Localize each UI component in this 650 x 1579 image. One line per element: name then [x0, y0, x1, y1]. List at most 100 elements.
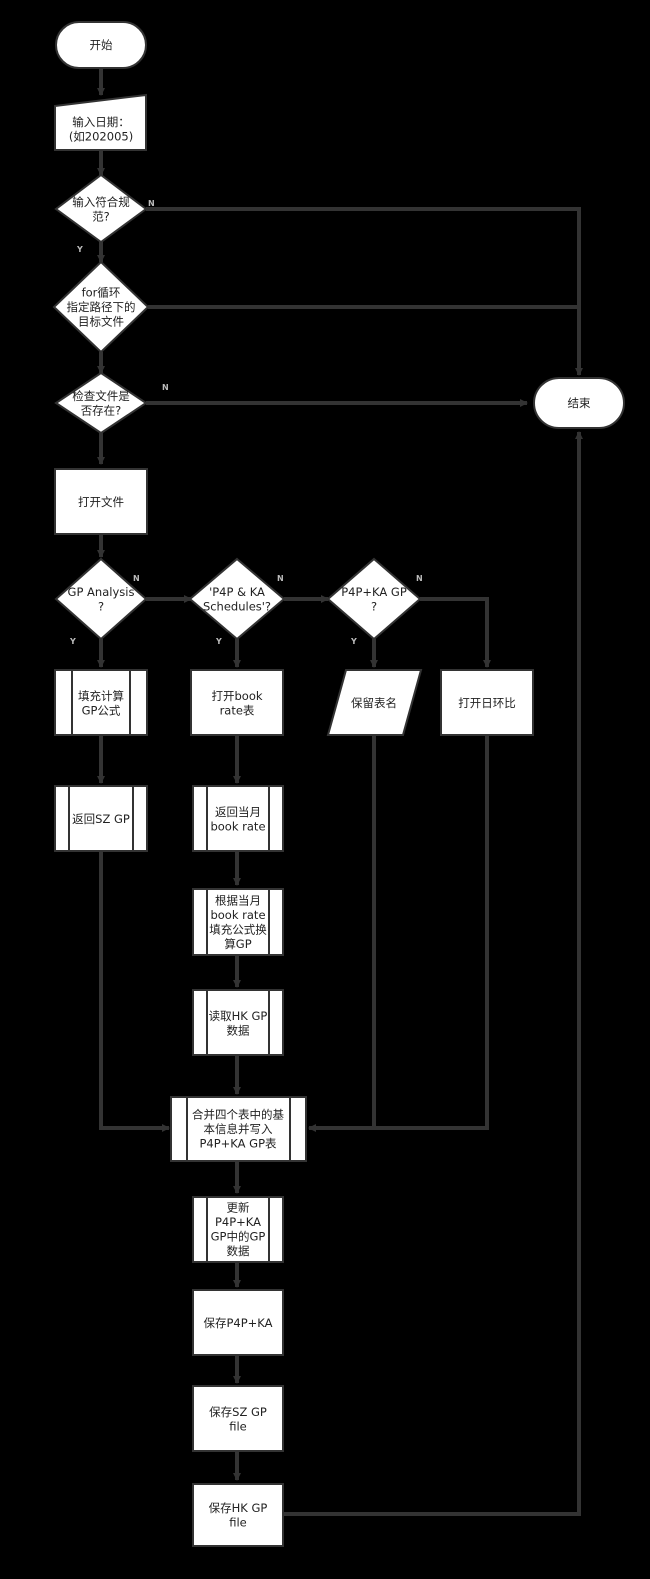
node-label-line: 输入符合规: [72, 195, 130, 209]
node-input-date: 输入日期：(如202005): [54, 93, 147, 151]
node-label-line: for循环: [82, 286, 121, 300]
branch-yes-p4p-ka-gp: Y: [350, 637, 357, 646]
node-label-line: 'P4P & KA: [209, 585, 265, 599]
node-keep-name: 保留表名: [326, 669, 423, 736]
branch-no-gp-analysis: N: [133, 574, 140, 583]
node-label-gp-analysis: GP Analysis?: [68, 585, 135, 614]
node-label-line: rate表: [220, 703, 255, 717]
node-label-line: 范?: [92, 209, 110, 223]
node-label-open-ring: 打开日环比: [458, 696, 516, 710]
node-label-line: (如202005): [69, 129, 133, 143]
node-label-line: 返回当月: [215, 805, 261, 819]
node-label-line: P4P+KA GP: [341, 585, 407, 599]
branch-no-check-exists: N: [162, 383, 169, 392]
node-label-check-exists: 检查文件是否存在?: [72, 389, 130, 418]
node-p4p-ka-gp: P4P+KA GP?: [326, 557, 422, 641]
edge-check-format-no-to-end: [146, 207, 583, 376]
node-label-line: 打开book: [211, 689, 262, 703]
edge-open-ring-to-merge: [308, 735, 489, 1132]
branch-no-p4p-ka-gp: N: [416, 574, 423, 583]
branch-yes-check-format: Y: [76, 245, 83, 254]
node-label-line: 根据当月: [215, 893, 261, 907]
node-label-line: 输入日期：: [72, 115, 130, 129]
node-label-check-format: 输入符合规范?: [72, 195, 130, 224]
node-label-save-p4p: 保存P4P+KA: [203, 1316, 272, 1330]
node-gp-analysis: GP Analysis?: [54, 557, 148, 641]
node-label-line: book rate: [210, 819, 265, 833]
edge-keep-name-to-merge: [316, 735, 376, 1130]
node-label-end: 结束: [568, 396, 591, 410]
node-label-line: file: [229, 1515, 247, 1529]
node-label-start: 开始: [90, 38, 113, 52]
edge-save-hk-to-end: [284, 431, 583, 1516]
node-label-line: 读取HK GP: [209, 1009, 268, 1023]
node-label-line: GP Analysis: [68, 585, 135, 599]
node-label-line: 目标文件: [78, 315, 124, 329]
node-label-line: 保留表名: [351, 696, 397, 710]
node-label-line: 返回SZ GP: [72, 812, 130, 826]
node-open-file: 打开文件: [54, 468, 148, 535]
node-label-line: P4P+KA: [215, 1215, 261, 1229]
node-label-line: 填充公式换: [209, 922, 267, 936]
node-label-line: 数据: [227, 1244, 250, 1258]
node-check-format: 输入符合规范?: [54, 173, 148, 244]
node-label-input-date: 输入日期：(如202005): [69, 115, 133, 144]
node-label-line: GP中的GP: [211, 1229, 266, 1243]
node-label-open-file: 打开文件: [78, 495, 124, 509]
branch-yes-p4p-schedules: Y: [215, 637, 222, 646]
node-label-line: 开始: [90, 38, 113, 52]
node-label-line: Schedules'?: [203, 599, 271, 613]
node-return-sz-gp: 返回SZ GP: [54, 785, 148, 852]
node-label-line: 保存P4P+KA: [203, 1316, 272, 1330]
node-label-line: 检查文件是: [72, 389, 130, 403]
node-label-line: 打开日环比: [458, 696, 516, 710]
edge-return-sz-gp-to-merge: [99, 851, 170, 1132]
node-label-line: 结束: [568, 396, 591, 410]
node-label-line: GP公式: [82, 703, 121, 717]
node-label-line: P4P+KA GP表: [199, 1137, 277, 1151]
branch-no-p4p-schedules: N: [277, 574, 284, 583]
node-start: 开始: [55, 21, 147, 69]
node-open-ring: 打开日环比: [440, 669, 534, 736]
node-label-return-sz-gp: 返回SZ GP: [72, 812, 130, 826]
node-label-line: file: [229, 1419, 247, 1433]
node-label-for-loop: for循环指定路径下的目标文件: [67, 286, 136, 329]
node-label-line: 指定路径下的: [67, 300, 136, 314]
branch-no-check-format: N: [148, 199, 155, 208]
node-end: 结束: [533, 377, 625, 429]
node-label-line: 数据: [227, 1023, 250, 1037]
branch-yes-gp-analysis: Y: [69, 637, 76, 646]
node-label-keep-name: 保留表名: [351, 696, 397, 710]
node-label-line: 更新: [227, 1200, 250, 1214]
node-label-line: 算GP: [224, 937, 251, 951]
node-label-line: 填充计算: [78, 689, 124, 703]
node-label-line: 合并四个表中的基: [192, 1108, 284, 1122]
node-save-p4p: 保存P4P+KA: [192, 1289, 284, 1356]
node-label-p4p-ka-gp: P4P+KA GP?: [341, 585, 407, 614]
node-label-line: ?: [371, 599, 377, 613]
branch-labels: N Y N N N N Y Y Y: [69, 199, 423, 646]
node-label-line: ?: [98, 599, 104, 613]
node-label-line: book rate: [210, 908, 265, 922]
node-label-line: 打开文件: [78, 495, 124, 509]
